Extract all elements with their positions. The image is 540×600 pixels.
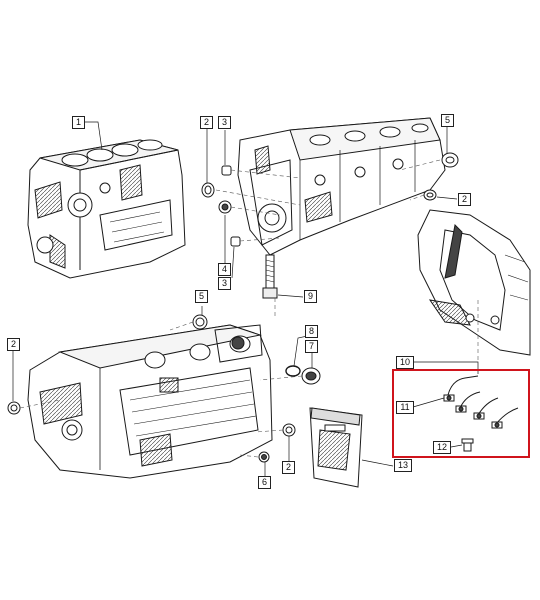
callout-10: 10 — [396, 356, 414, 369]
callout-11: 11 — [396, 401, 414, 414]
seal-ring-left — [7, 401, 21, 415]
seal-ring-mid — [218, 200, 232, 214]
callout-13: 13 — [394, 459, 412, 472]
callout-9: 9 — [304, 290, 317, 303]
callout-2-bottom: 2 — [282, 461, 295, 474]
callout-3-top: 3 — [218, 116, 231, 129]
plug-top — [221, 165, 232, 176]
callout-2-top: 2 — [200, 116, 213, 129]
alignment-lines — [19, 159, 479, 458]
callout-12: 12 — [433, 441, 451, 454]
timing-cover — [417, 209, 531, 356]
callout-2-right: 2 — [458, 193, 471, 206]
highlight-box — [392, 369, 530, 458]
seal-ring-top-left — [201, 182, 215, 198]
piston-oil-jets — [443, 375, 519, 429]
lower-crankcase — [237, 117, 446, 256]
plug-bottom — [230, 236, 241, 247]
plug-large — [301, 367, 321, 385]
callout-6: 6 — [258, 476, 271, 489]
callout-1: 1 — [72, 116, 85, 129]
callout-7: 7 — [305, 340, 318, 353]
callout-8: 8 — [305, 325, 318, 338]
gasket-kit-bag — [309, 407, 363, 488]
plug-small-lower — [258, 451, 270, 463]
seal-ring-lower — [282, 423, 296, 437]
callout-5-top: 5 — [441, 114, 454, 127]
bolt — [262, 254, 278, 299]
seal-ring-center — [192, 314, 208, 330]
callout-3-bottom: 3 — [218, 277, 231, 290]
engine-block-small — [27, 139, 186, 279]
seal-ring-top-right — [441, 152, 459, 168]
seal-ring-right — [423, 189, 437, 201]
oil-jet-bolt — [461, 438, 474, 452]
callout-2-left: 2 — [7, 338, 20, 351]
engine-block-large — [27, 324, 273, 479]
o-ring — [285, 365, 301, 377]
callout-5-mid: 5 — [195, 290, 208, 303]
leader-lines — [12, 121, 479, 477]
callout-4: 4 — [218, 263, 231, 276]
